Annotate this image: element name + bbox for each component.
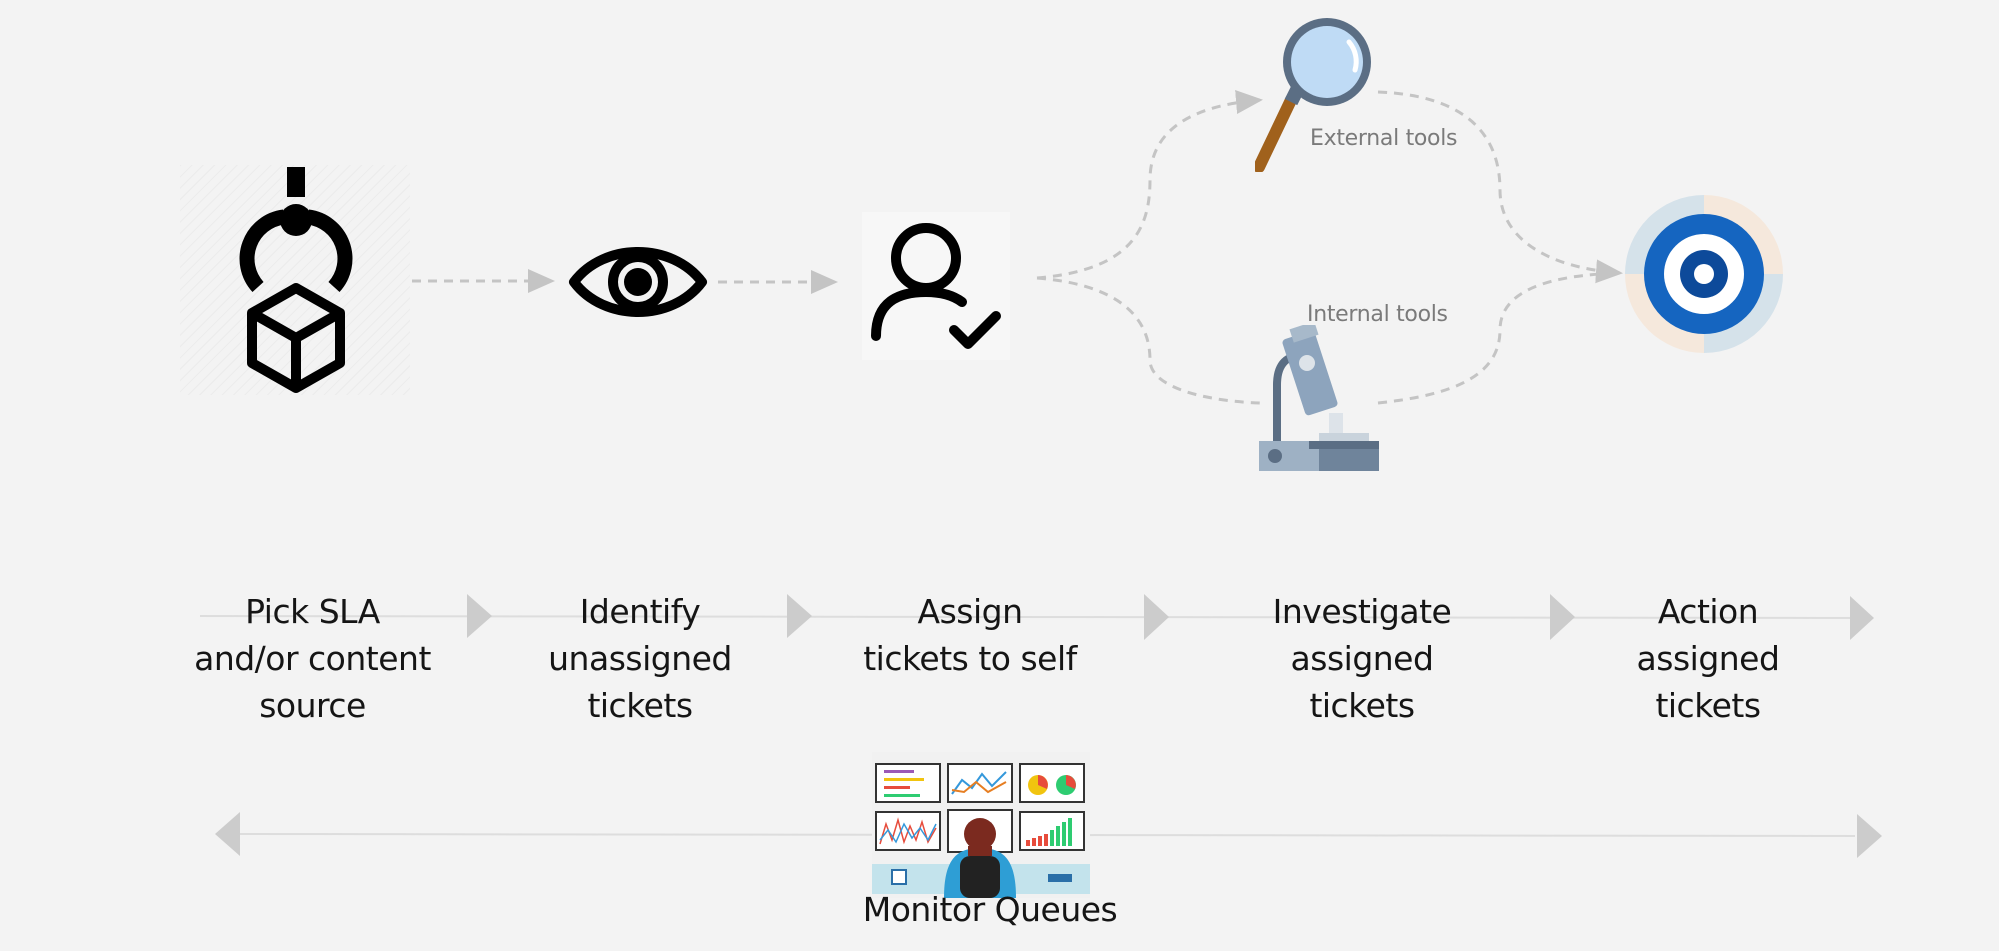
step-label-investigate: Investigate assigned tickets [1272,592,1452,725]
step-label-action: Action assigned tickets [1636,592,1780,725]
external-tools-label: External tools [1310,126,1458,151]
step-label-pick-sla: Pick SLA and/or content source [194,592,431,725]
step-label-identify: Identify unassigned tickets [548,592,732,725]
magnifier-icon [1253,12,1385,173]
user-check-icon [862,212,1010,360]
microscope-icon [1255,321,1385,480]
monitor-queues-label: Monitor Queues [862,890,1118,929]
right-arrowhead [1857,814,1882,858]
eye-icon [568,240,708,324]
dashed-branch-paths [1036,90,1623,405]
chevron-3 [1144,594,1169,640]
chevron-4 [1550,594,1575,640]
monitoring-operator-icon [872,752,1090,898]
left-arrowhead [215,812,240,856]
claw-package-icon [180,165,410,395]
chevron-5 [1850,596,1874,640]
step-label-assign: Assign tickets to self [863,592,1077,678]
target-icon [1625,195,1783,353]
chevron-1 [467,594,492,638]
internal-tools-label: Internal tools [1307,302,1448,327]
chevron-2 [787,594,812,638]
